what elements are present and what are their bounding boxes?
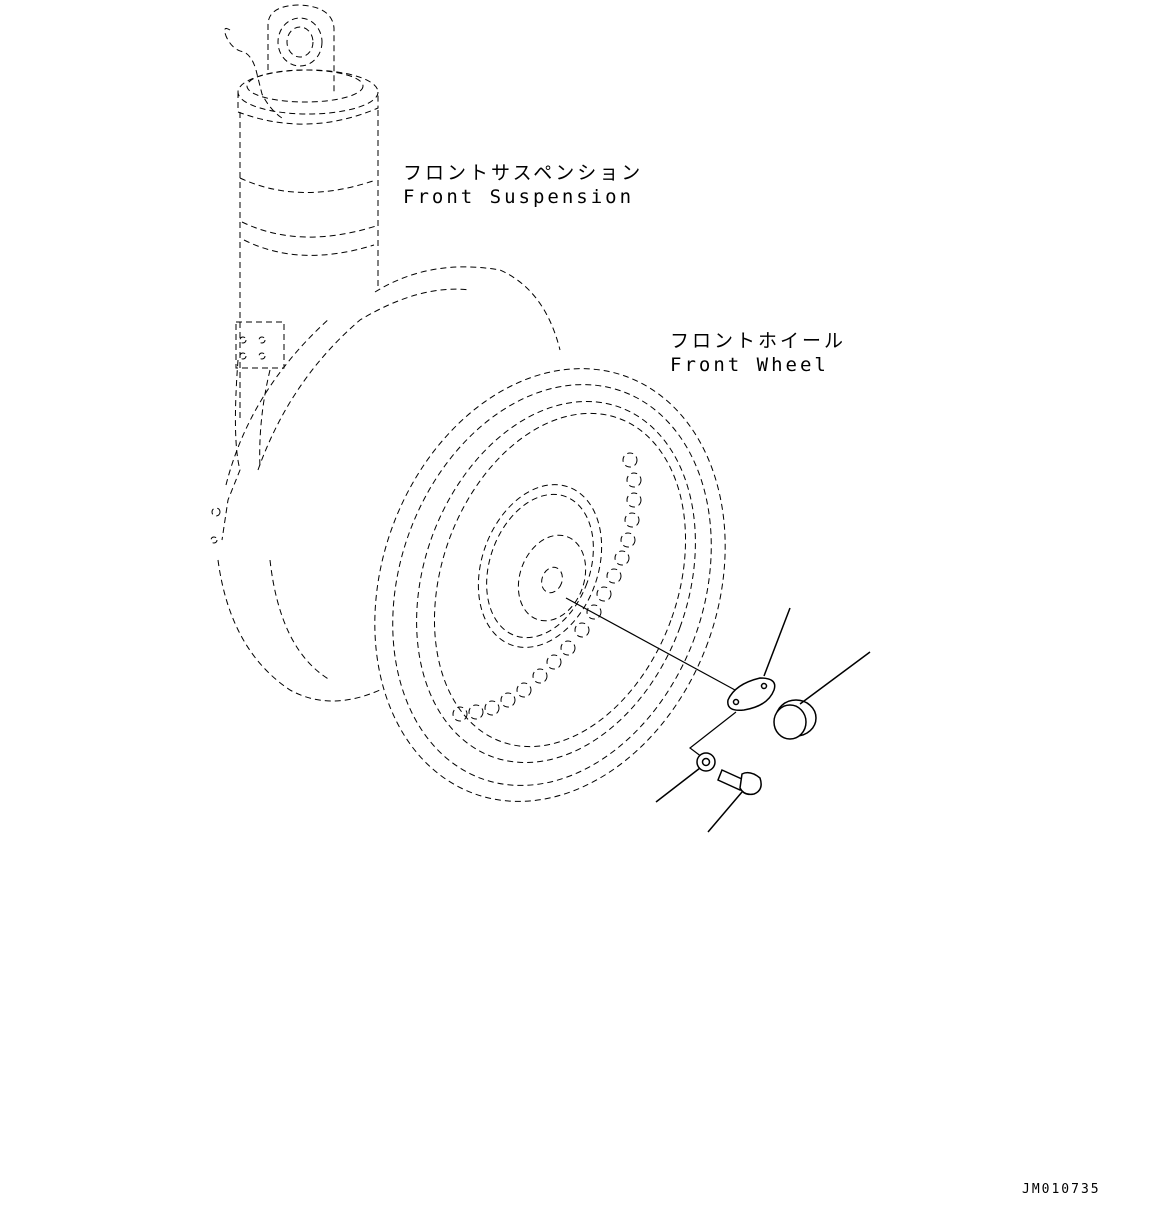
wheel-rear-rim	[217, 266, 561, 702]
hub-leader-line	[565, 597, 736, 691]
suspension-cylinder-body	[239, 110, 379, 420]
suspension-bracket	[235, 321, 285, 369]
front-suspension-label: フロントサスペンション Front Suspension	[403, 161, 643, 209]
wheel-hub-ring	[477, 484, 603, 648]
wheel-hub-center	[517, 534, 587, 622]
callout-line-plate	[763, 607, 791, 677]
front-wheel-label-jp: フロントホイール	[670, 330, 847, 352]
suspension-wire	[224, 28, 283, 119]
lock-plate	[727, 677, 776, 712]
callout-line-cap	[799, 651, 871, 705]
drawing-id: JM010735	[1022, 1182, 1101, 1197]
front-wheel	[217, 266, 726, 802]
suspension-top-eye	[246, 4, 364, 103]
bolt	[717, 768, 762, 796]
wheel-stud-ring	[452, 452, 642, 722]
callout-line-washer	[655, 767, 701, 803]
front-suspension-label-en: Front Suspension	[403, 186, 635, 208]
front-wheel-label-en: Front Wheel	[670, 354, 829, 376]
front-suspension	[210, 4, 379, 544]
callout-line-bolt	[707, 791, 743, 833]
washer	[696, 752, 716, 772]
hub-cap	[773, 699, 817, 740]
front-suspension-label-jp: フロントサスペンション	[403, 162, 644, 184]
bolt-leader-line	[689, 711, 737, 761]
wheel-outer-rim	[374, 368, 726, 802]
front-wheel-label: フロントホイール Front Wheel	[670, 329, 846, 377]
